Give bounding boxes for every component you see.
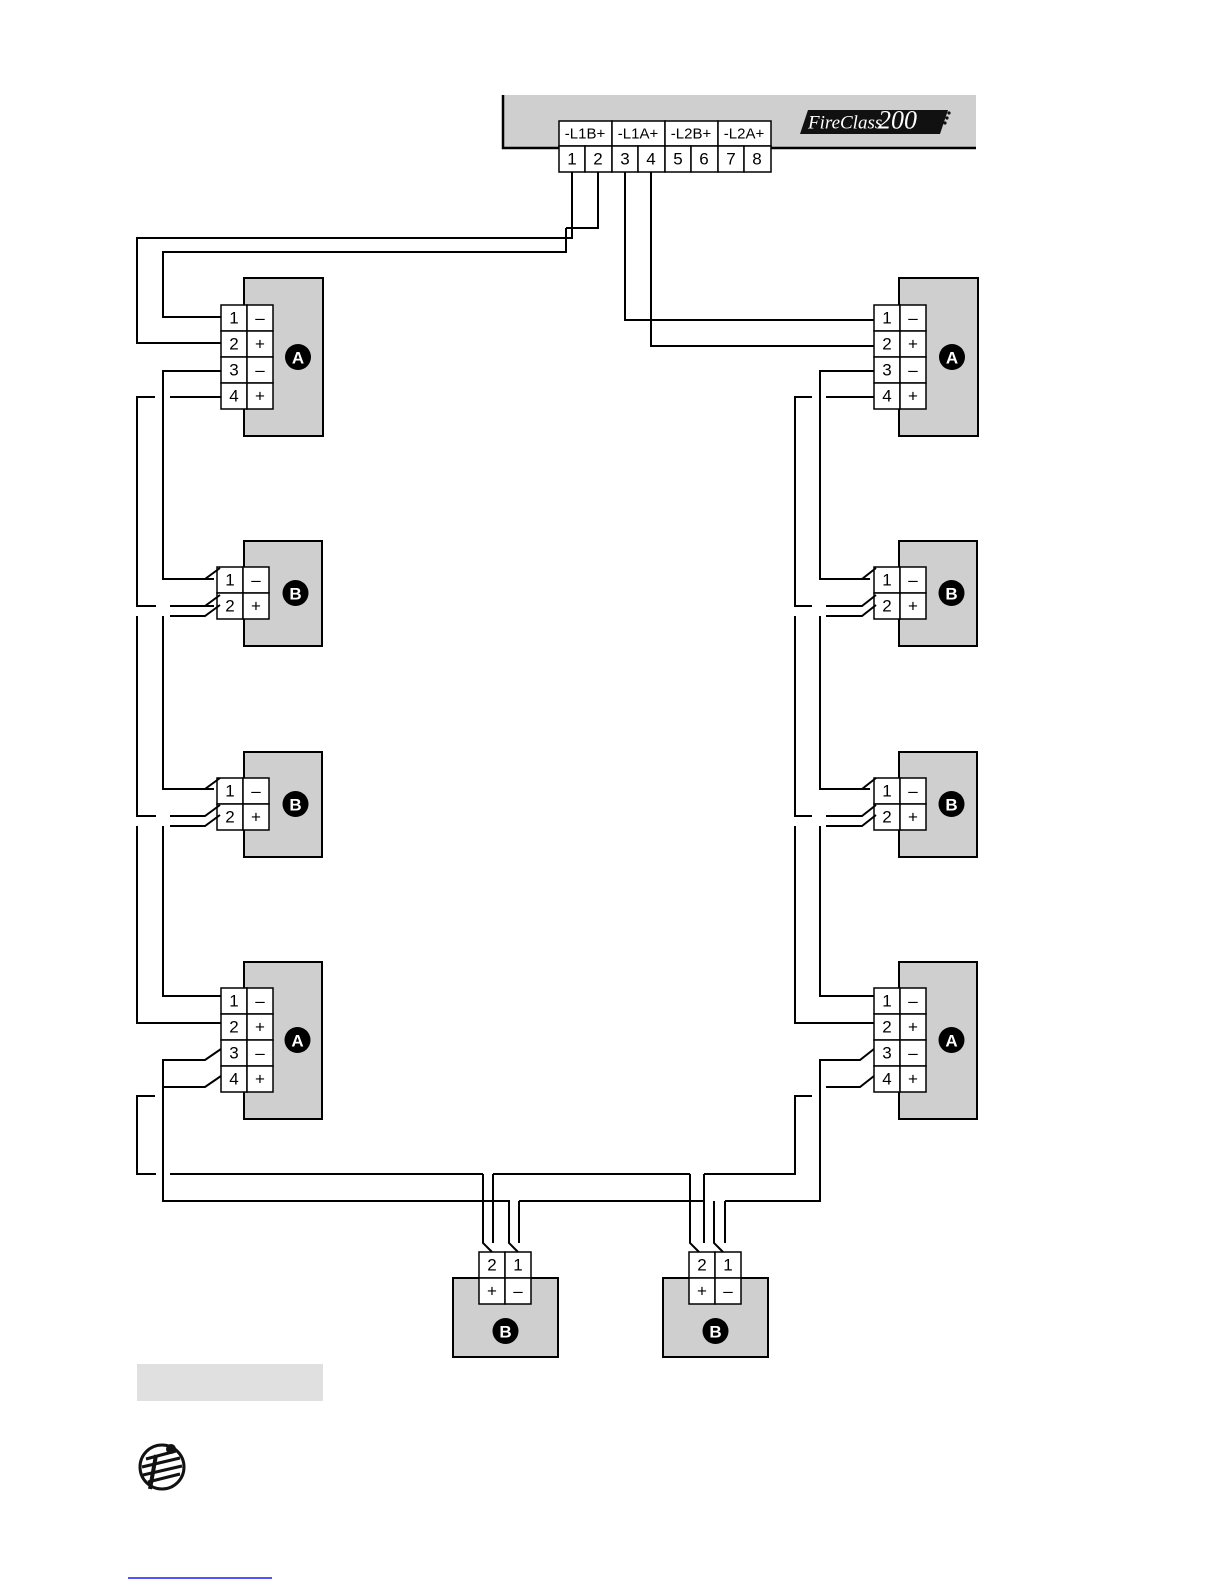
device-a-left-top-polarity-1: –: [255, 309, 265, 328]
device-b-right-1-polarity-1: –: [908, 571, 918, 590]
device-a-right-bottom-terminal-4: 4: [882, 1070, 891, 1089]
device-a-right-top-polarity-1: –: [908, 309, 918, 328]
device-b-right-1-badge-letter: B: [945, 585, 957, 604]
device-b-left-1-terminal-1: 1: [225, 571, 234, 590]
device-b-bottom-1: 2 +1 – B: [453, 1252, 558, 1357]
panel-group-l1b: -L1B+: [565, 126, 606, 143]
panel-group-l2a: -L2A+: [724, 126, 765, 143]
device-b-right-2-polarity-1: –: [908, 782, 918, 801]
panel-group-l1a: -L1A+: [618, 126, 659, 143]
device-a-right-bottom-polarity-2: +: [908, 1018, 918, 1037]
device-b-bottom-1-polarity-2: +: [487, 1282, 497, 1301]
device-a-left-top-terminal-4: 4: [229, 387, 238, 406]
wire-l1b-pos: [566, 172, 598, 228]
device-a-left-bottom-badge-letter: A: [291, 1032, 303, 1051]
panel-terminal-5: 5: [673, 150, 682, 169]
device-b-bottom-2-polarity-1: –: [723, 1282, 733, 1301]
device-b-left-1-terminal-2: 2: [225, 597, 234, 616]
device-b-left-1-badge-letter: B: [289, 585, 301, 604]
device-a-left-bottom-terminal-1: 1: [229, 992, 238, 1011]
device-a-left-top-terminal-2: 2: [229, 335, 238, 354]
control-panel: FireClass 200 -L1B+ -L1A+ -L2B+ -L2A+ 1 …: [503, 95, 976, 172]
device-b-bottom-2-badge-letter: B: [709, 1323, 721, 1342]
device-b-right-1: 1–2 + B: [874, 541, 977, 646]
device-b-left-1-polarity-2: +: [251, 597, 261, 616]
device-a-left-bottom-polarity-3: –: [255, 1044, 265, 1063]
device-b-left-2-badge-letter: B: [289, 796, 301, 815]
device-a-right-bottom-terminal-2: 2: [882, 1018, 891, 1037]
panel-terminal-7: 7: [726, 150, 735, 169]
panel-brand-model: 200: [878, 106, 917, 135]
device-a-left-bottom-terminal-4: 4: [229, 1070, 238, 1089]
device-b-left-2-terminal-2: 2: [225, 808, 234, 827]
device-a-left-bottom-polarity-4: +: [255, 1070, 265, 1089]
device-a-right-bottom: 1–2+3–4+A: [874, 962, 977, 1119]
device-b-bottom-2-terminal-2: 2: [697, 1256, 706, 1275]
panel-terminal-4: 4: [646, 150, 655, 169]
device-a-right-top-polarity-4: +: [908, 387, 918, 406]
device-b-bottom-2-polarity-2: +: [697, 1282, 707, 1301]
device-a-right-bottom-polarity-1: –: [908, 992, 918, 1011]
panel-terminal-6: 6: [699, 150, 708, 169]
device-b-right-2-polarity-2: +: [908, 808, 918, 827]
device-a-right-top-terminal-3: 3: [882, 361, 891, 380]
company-logo-icon: [140, 1444, 184, 1489]
wire-l1a-neg: [625, 172, 874, 320]
device-a-right-top-polarity-3: –: [908, 361, 918, 380]
device-a-left-top-badge-letter: A: [292, 349, 304, 368]
device-a-left-bottom: 1–2+3–4+A: [221, 962, 322, 1119]
panel-terminal-3: 3: [620, 150, 629, 169]
device-a-right-top: 1–2+3–4+A: [874, 278, 978, 436]
device-b-left-1-polarity-1: –: [251, 571, 261, 590]
device-a-right-bottom-terminal-1: 1: [882, 992, 891, 1011]
device-a-right-bottom-polarity-4: +: [908, 1070, 918, 1089]
device-b-left-2-terminal-1: 1: [225, 782, 234, 801]
device-b-right-2-badge-letter: B: [945, 796, 957, 815]
device-b-left-2-polarity-1: –: [251, 782, 261, 801]
device-a-right-top-terminal-4: 4: [882, 387, 891, 406]
section-label-bar: [137, 1364, 323, 1401]
device-a-left-top-terminal-3: 3: [229, 361, 238, 380]
device-b-bottom-1-terminal-2: 2: [487, 1256, 496, 1275]
device-b-bottom-2-terminal-1: 1: [723, 1256, 732, 1275]
device-a-right-top-badge-letter: A: [946, 349, 958, 368]
device-b-bottom-1-badge-letter: B: [499, 1323, 511, 1342]
device-a-right-bottom-badge-letter: A: [945, 1032, 957, 1051]
device-b-left-1: 1–2 + B: [217, 541, 322, 646]
device-a-left-top-polarity-4: +: [255, 387, 265, 406]
panel-brand-text: FireClass: [807, 113, 882, 134]
device-b-left-2-polarity-2: +: [251, 808, 261, 827]
device-a-left-top-polarity-3: –: [255, 361, 265, 380]
device-b-right-2: 1–2 + B: [874, 752, 977, 857]
device-b-right-2-terminal-2: 2: [882, 808, 891, 827]
device-a-left-bottom-terminal-3: 3: [229, 1044, 238, 1063]
device-a-right-top-terminal-2: 2: [882, 335, 891, 354]
devices-layer: 1–2+3–4+A1–2+B1–2+B1–2+3–4+A1–2+3–4+A1–2…: [217, 278, 978, 1357]
panel-group-l2b: -L2B+: [671, 126, 712, 143]
panel-terminal-2: 2: [593, 150, 602, 169]
device-b-right-1-terminal-2: 2: [882, 597, 891, 616]
device-b-bottom-2: 2 +1 – B: [663, 1252, 768, 1357]
device-b-bottom-1-terminal-1: 1: [513, 1256, 522, 1275]
device-a-right-top-polarity-2: +: [908, 335, 918, 354]
device-a-left-top-terminal-1: 1: [229, 309, 238, 328]
device-a-left-bottom-polarity-2: +: [255, 1018, 265, 1037]
device-a-right-bottom-terminal-3: 3: [882, 1044, 891, 1063]
device-b-bottom-1-polarity-1: –: [513, 1282, 523, 1301]
device-a-right-top-terminal-1: 1: [882, 309, 891, 328]
device-a-right-bottom-polarity-3: –: [908, 1044, 918, 1063]
device-a-left-top: 1–2+3–4+A: [221, 278, 323, 436]
panel-terminal-8: 8: [752, 150, 761, 169]
device-b-right-2-terminal-1: 1: [882, 782, 891, 801]
device-a-left-bottom-polarity-1: –: [255, 992, 265, 1011]
device-b-right-1-polarity-2: +: [908, 597, 918, 616]
panel-terminal-row: 1 2 3 4 5 6 7 8: [559, 146, 771, 172]
panel-terminal-1: 1: [567, 150, 576, 169]
device-a-left-bottom-terminal-2: 2: [229, 1018, 238, 1037]
device-b-right-1-terminal-1: 1: [882, 571, 891, 590]
device-a-left-top-polarity-2: +: [255, 335, 265, 354]
device-b-left-2: 1–2 + B: [217, 752, 322, 857]
